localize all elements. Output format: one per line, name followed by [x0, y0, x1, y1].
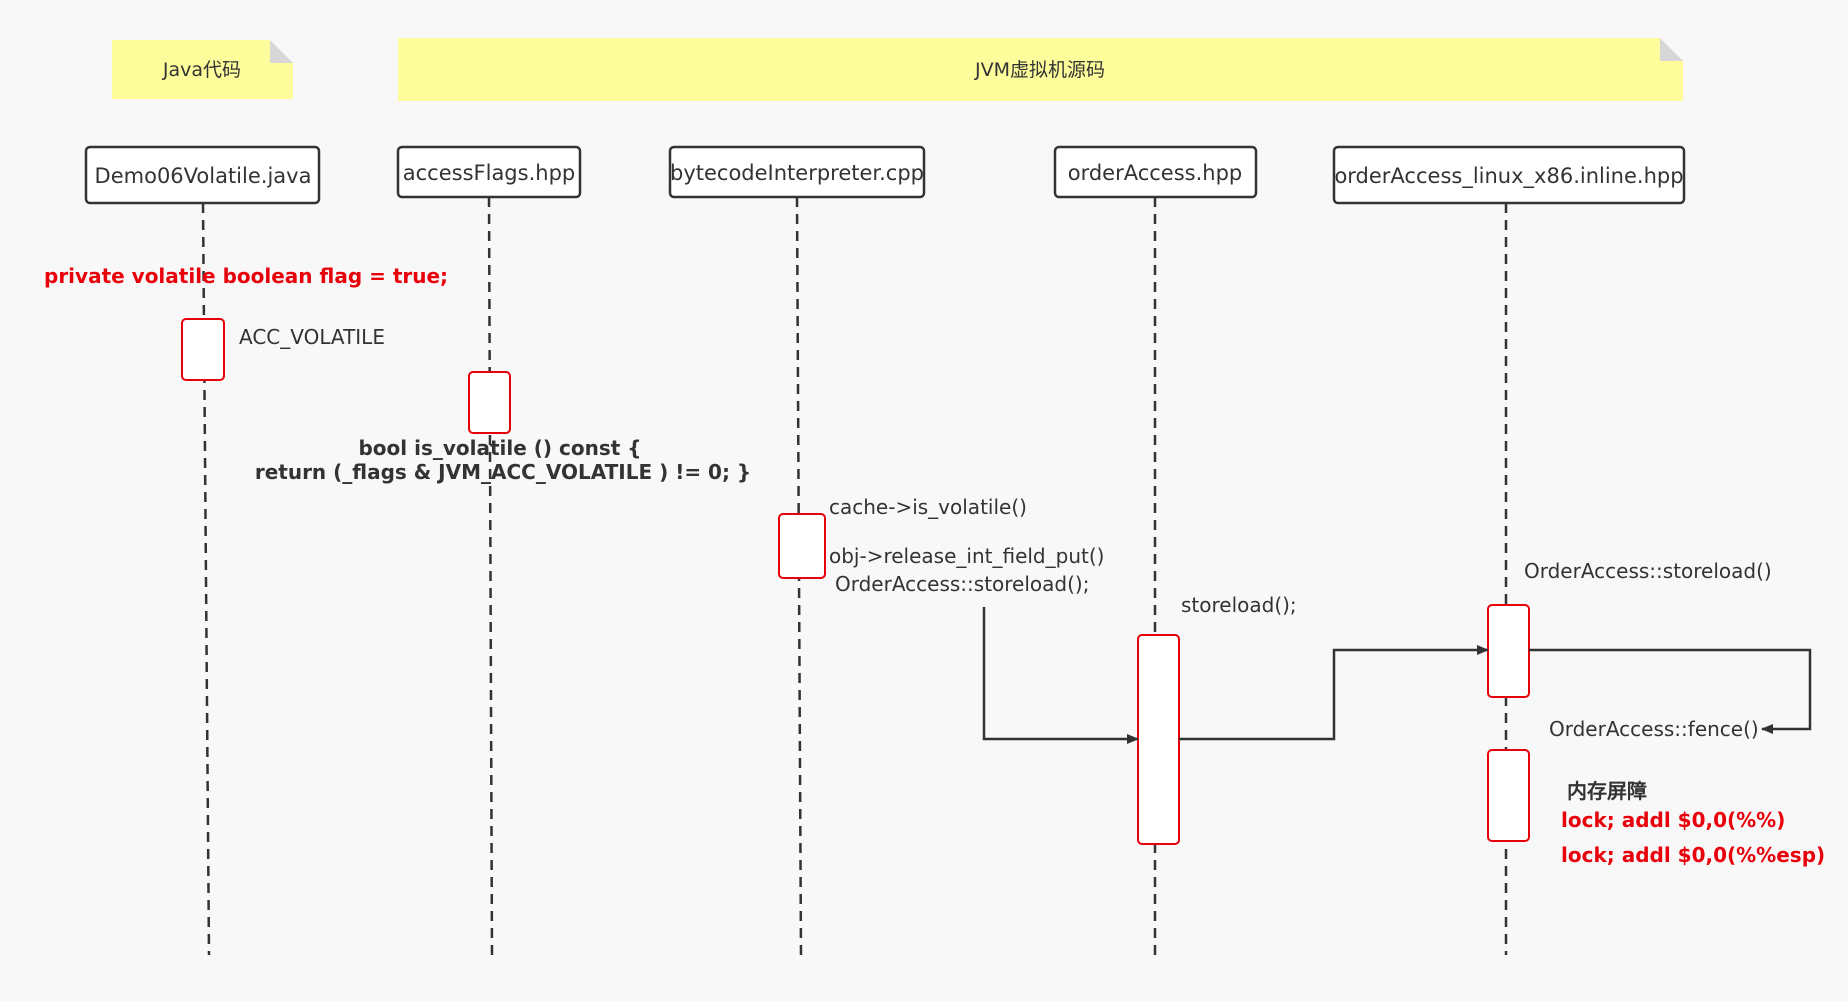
activation-linux-fence — [1487, 749, 1530, 842]
arrow-linux-self-fence — [1529, 648, 1812, 734]
activation-flags — [468, 371, 511, 434]
activation-demo — [181, 318, 225, 381]
activation-order — [1137, 634, 1180, 845]
messages — [982, 607, 1812, 744]
interp-storeload-label: OrderAccess::storeload(); — [835, 572, 1089, 596]
participant-linux: orderAccess_linux_x86.inline.hpp — [1332, 145, 1686, 205]
participant-flags: accessFlags.hpp — [396, 145, 582, 199]
participant-order-label: orderAccess.hpp — [1068, 161, 1243, 185]
release-int-field-put-label: obj->release_int_field_put() — [829, 544, 1104, 568]
note-jvm-source-label: JVM虚拟机源码 — [974, 59, 1105, 81]
note-java-code: Java代码 — [112, 40, 293, 99]
note-jvm-source: JVM虚拟机源码 — [398, 38, 1683, 101]
order-storeload-label: storeload(); — [1181, 593, 1297, 617]
lifeline-demo — [201, 202, 211, 956]
linux-storeload-label: OrderAccess::storeload() — [1524, 559, 1772, 583]
participant-order: orderAccess.hpp — [1053, 145, 1258, 199]
arrow-order-to-linux — [1179, 645, 1489, 741]
participant-demo-label: Demo06Volatile.java — [95, 164, 312, 188]
lock-addl-label-1: lock; addl $0,0(%%) — [1561, 808, 1785, 832]
participant-interp: bytecodeInterpreter.cpp — [668, 145, 926, 199]
arrow-interp-to-order — [982, 607, 1139, 744]
activation-interp — [778, 513, 826, 579]
note-java-code-label: Java代码 — [162, 59, 241, 81]
cache-is-volatile-label: cache->is_volatile() — [829, 495, 1027, 519]
lifeline-flags — [487, 196, 494, 956]
participant-linux-label: orderAccess_linux_x86.inline.hpp — [1334, 164, 1683, 189]
activation-linux-storeload — [1487, 604, 1530, 698]
memory-barrier-label: 内存屏障 — [1567, 779, 1647, 803]
participant-demo: Demo06Volatile.java — [84, 145, 321, 205]
participant-flags-label: accessFlags.hpp — [403, 161, 575, 185]
fence-label: OrderAccess::fence() — [1549, 717, 1759, 741]
lock-addl-label-2: lock; addl $0,0(%%esp) — [1561, 843, 1825, 867]
acc-volatile-label: ACC_VOLATILE — [239, 325, 385, 349]
is-volatile-code-line2: return (_flags & JVM_ACC_VOLATILE ) != 0… — [255, 460, 751, 484]
field-declaration-label: private volatile boolean flag = true; — [44, 264, 448, 288]
is-volatile-code-line1: bool is_volatile () const { — [358, 436, 641, 460]
participant-interp-label: bytecodeInterpreter.cpp — [670, 161, 924, 185]
